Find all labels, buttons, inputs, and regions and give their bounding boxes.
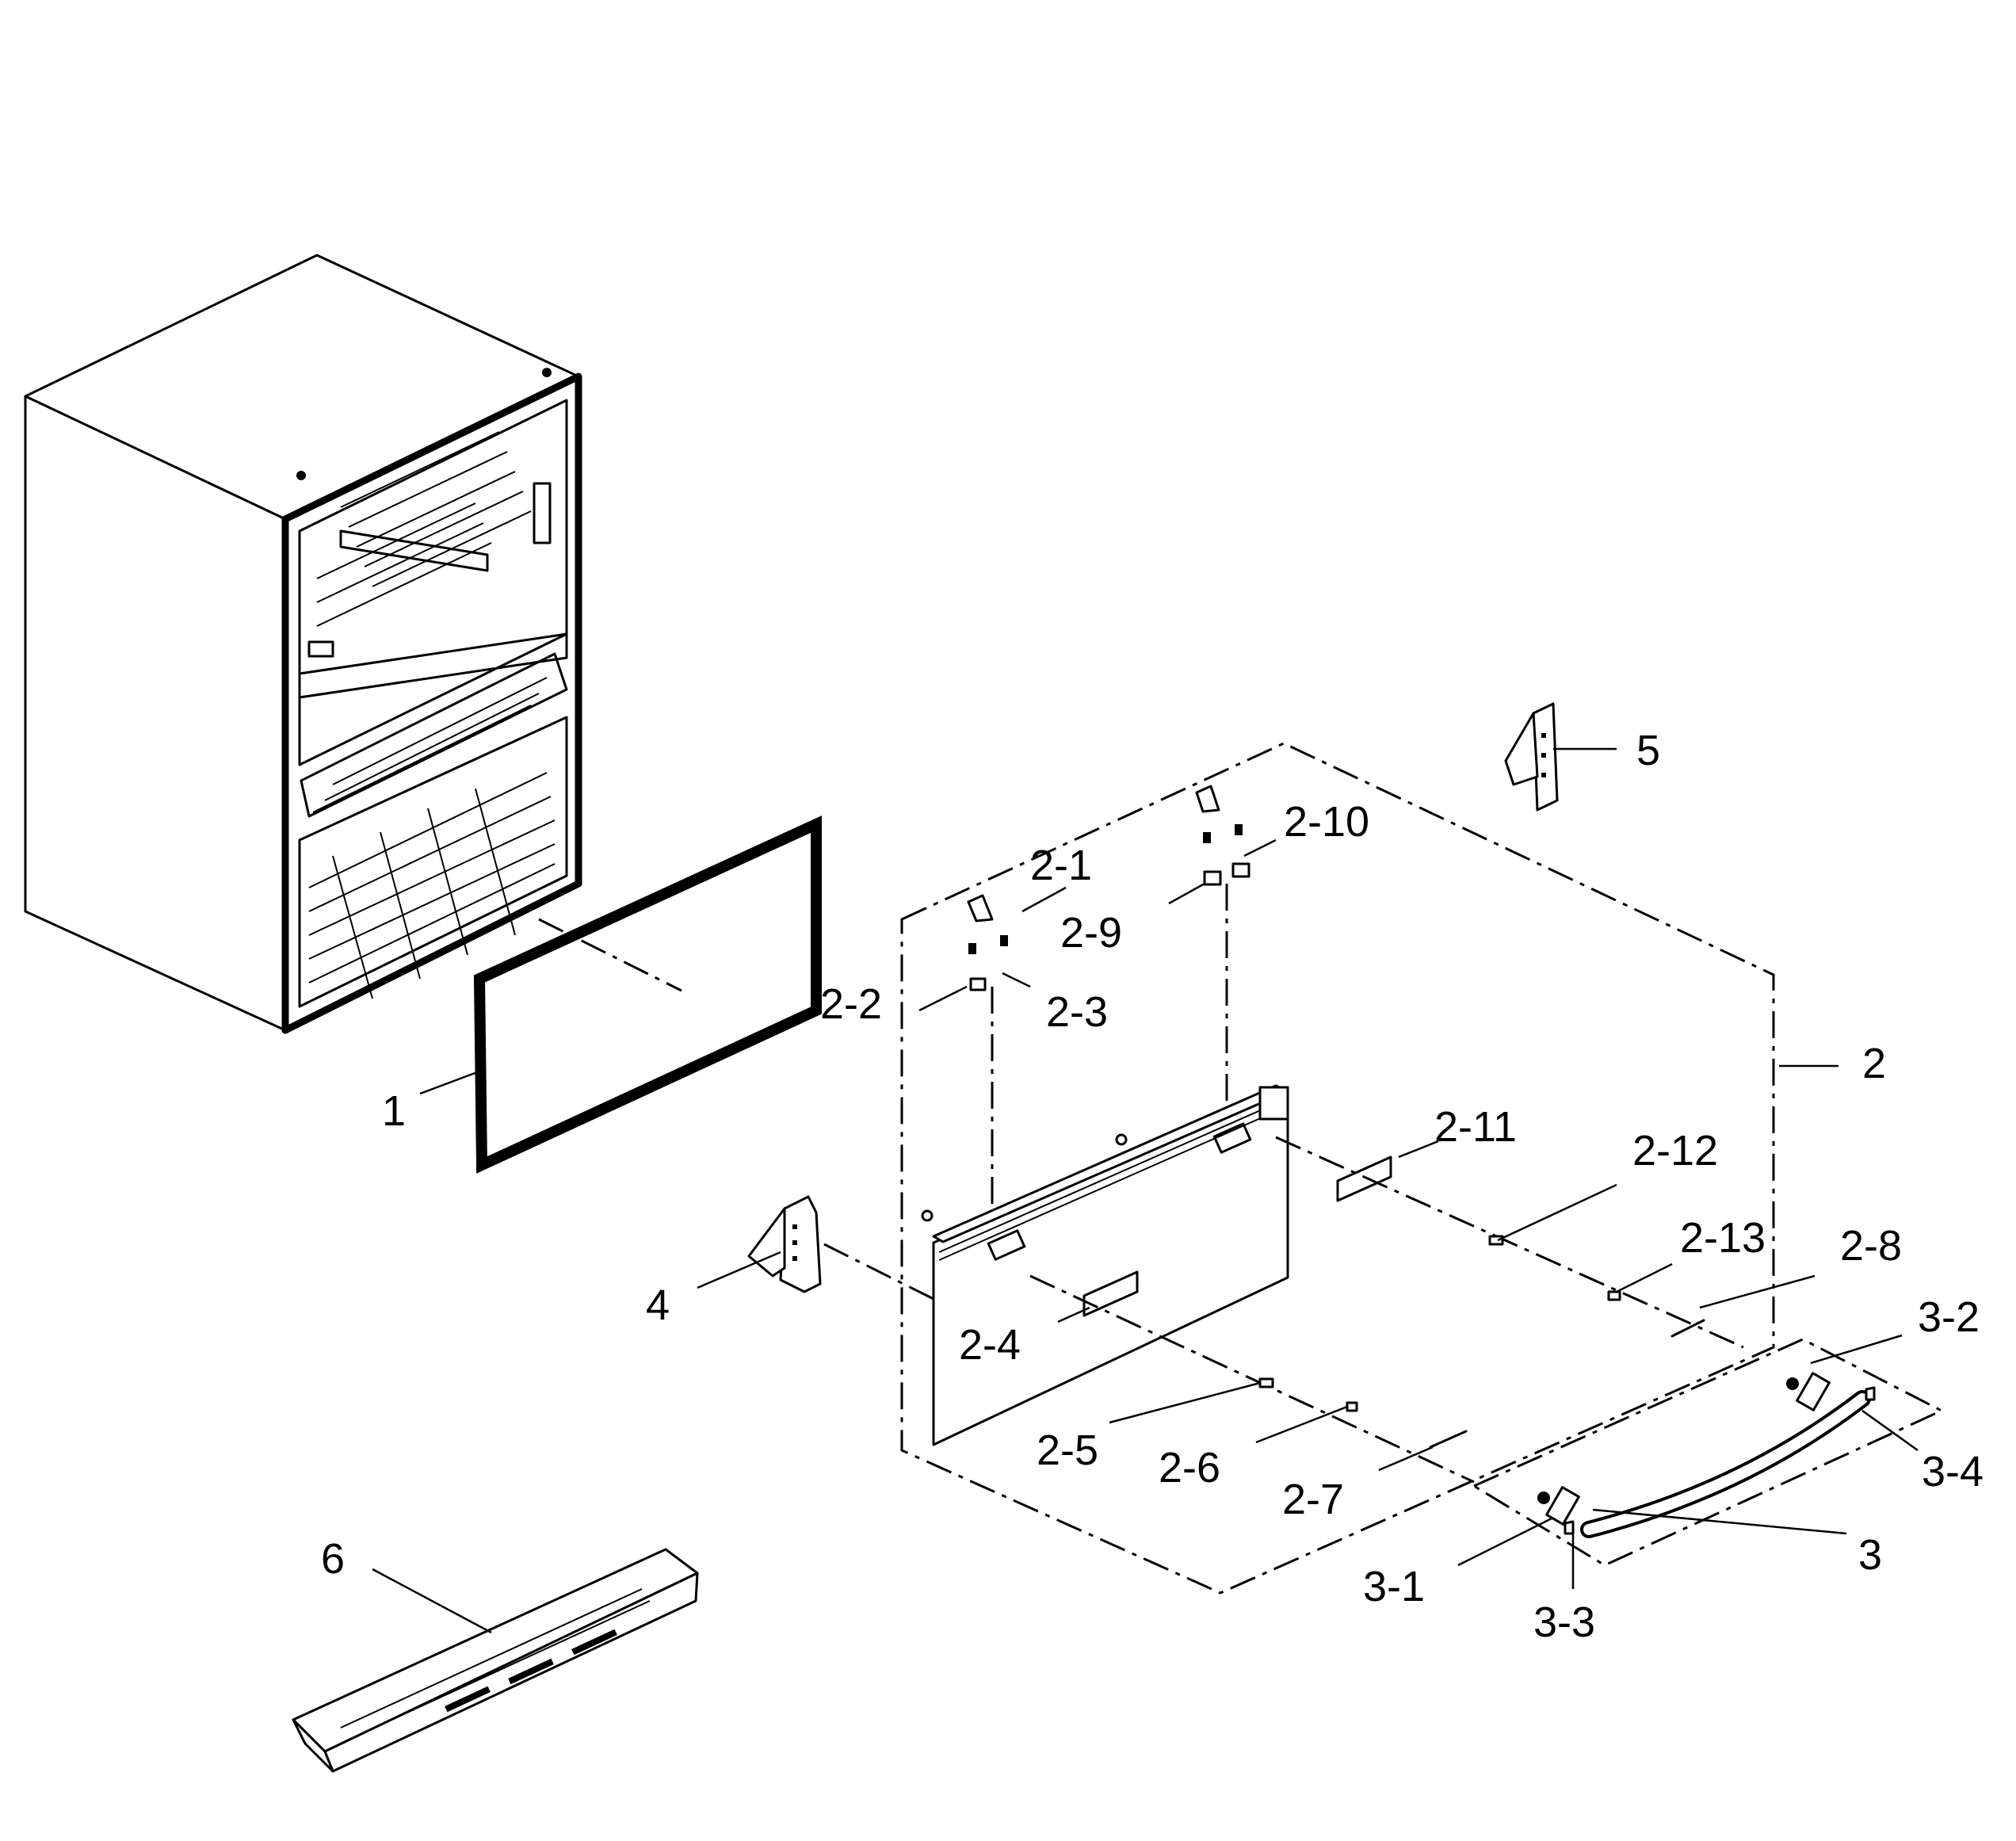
drawer-assembly — [823, 742, 1775, 1595]
callout-2-9: 2-9 — [1060, 909, 1122, 957]
callout-2-6: 2-6 — [1159, 1444, 1220, 1492]
refrigerator-cabinet — [24, 254, 582, 1034]
callout-2-11: 2-11 — [1434, 1103, 1517, 1151]
callout-4: 4 — [646, 1281, 670, 1329]
callout-2-8: 2-8 — [1840, 1222, 1902, 1270]
callout-2: 2 — [1862, 1040, 1886, 1087]
callout-6: 6 — [321, 1535, 345, 1583]
callout-2-10: 2-10 — [1284, 798, 1369, 846]
callout-2-4: 2-4 — [959, 1321, 1021, 1369]
callout-2-7: 2-7 — [1282, 1476, 1344, 1523]
drawer-tray — [292, 1548, 699, 1773]
left-rail-bracket — [747, 1195, 822, 1293]
callout-1: 1 — [382, 1087, 406, 1135]
callout-5: 5 — [1636, 727, 1660, 774]
callout-2-2: 2-2 — [820, 980, 882, 1028]
callout-3-1: 3-1 — [1363, 1563, 1425, 1610]
callout-2-5: 2-5 — [1037, 1427, 1098, 1474]
leader-lines — [372, 747, 1919, 1634]
handle — [1471, 1338, 1945, 1567]
callout-2-3: 2-3 — [1046, 988, 1108, 1036]
callout-3-4: 3-4 — [1922, 1448, 1984, 1495]
callout-3-3: 3-3 — [1533, 1598, 1595, 1646]
callout-3: 3 — [1858, 1531, 1882, 1579]
gasket — [473, 815, 822, 1174]
callout-2-1: 2-1 — [1030, 842, 1092, 889]
callout-2-13: 2-13 — [1680, 1214, 1766, 1262]
callout-labels: 1 2 2-1 2-2 2-3 2-4 2-5 2-6 2-7 2-8 2-9 … — [321, 727, 1984, 1646]
right-rail-bracket — [1504, 702, 1559, 812]
callout-2-12: 2-12 — [1632, 1127, 1718, 1174]
callout-3-2: 3-2 — [1918, 1293, 1980, 1341]
